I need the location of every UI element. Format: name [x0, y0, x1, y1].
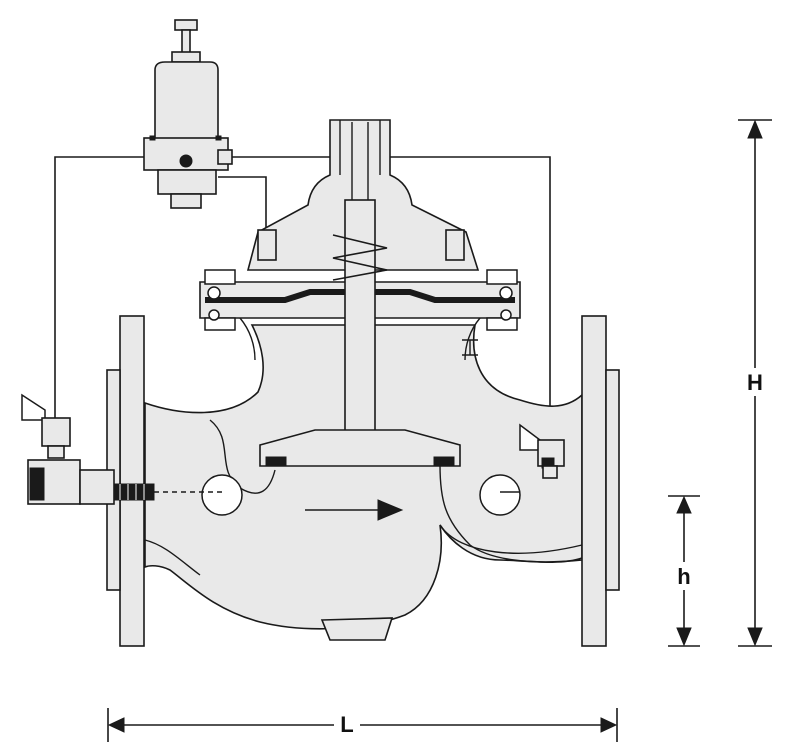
outlet-ball-valve [519, 423, 565, 479]
inlet-gauge-port [201, 474, 243, 516]
dimension-H [738, 119, 772, 647]
pilot-valve [143, 19, 233, 209]
inlet-ball-valve [21, 393, 155, 505]
outlet-gauge-port [479, 474, 521, 516]
stem-and-disc [259, 199, 461, 467]
dimension-h [668, 495, 700, 647]
bonnet [246, 119, 480, 271]
dimension-H-label: H [747, 370, 763, 395]
dimension-L-label: L [340, 712, 353, 737]
dimension-L [107, 708, 618, 742]
main-valve-body [144, 324, 583, 641]
flow-arrow [305, 499, 404, 521]
dimension-h-label: h [677, 564, 690, 589]
outlet-flange [581, 315, 620, 647]
